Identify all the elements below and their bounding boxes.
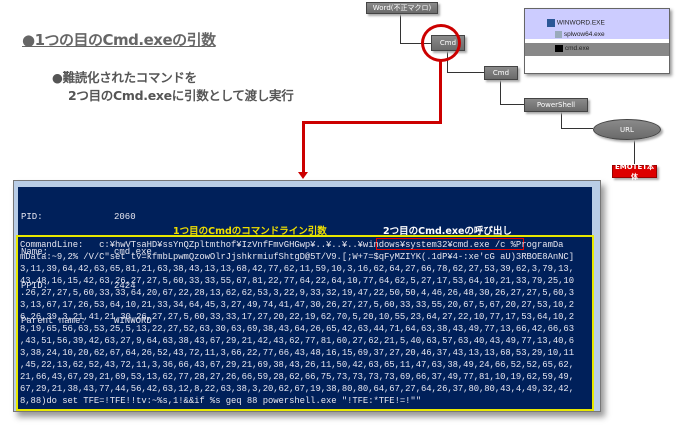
command-line-row: 67,29,21,38,43,77,44,56,42,63,12,8,22,63… <box>20 384 574 394</box>
page-title: ●1つの目のCmd.exeの引数 <box>22 31 216 49</box>
tree-item-winword[interactable]: WINWORD.EXE <box>547 19 669 27</box>
command-line-row: 8,88)do set TFE=!TFE!!tv:~%s,1!&&if %s g… <box>20 396 421 406</box>
highlight-circle <box>421 24 461 62</box>
cmd-exe-highlight <box>376 238 524 250</box>
command-line-row: ,43,51,56,39,42,63,27,9,64,63,38,43,67,2… <box>20 336 574 346</box>
process-tree-panel: WINWORD.EXE splwow64.exe cmd.exe <box>524 8 670 74</box>
tree-item-splwow[interactable]: splwow64.exe <box>555 31 669 38</box>
console-output: PID:2060 Name:cmd.exe PPID:2424 Parent n… <box>16 187 594 411</box>
console-window: PID:2060 Name:cmd.exe PPID:2424 Parent n… <box>13 180 601 412</box>
description-line-1: ●難読化されたコマンドを <box>52 70 197 85</box>
command-line-row: CommandLine: c:¥hwVTsaHD¥ssYnQZpltmthof¥… <box>20 240 564 250</box>
powershell-node: PowerShell <box>524 98 588 112</box>
label-first-cmd-args: 1つ目のCmdのコマンドライン引数 <box>173 226 327 237</box>
process-info: PID:2060 Name:cmd.exe PPID:2424 Parent n… <box>21 212 152 326</box>
tree-item-cmd[interactable]: cmd.exe <box>555 45 669 52</box>
command-line-text: CommandLine: c:¥hwVTsaHD¥ssYnQZpltmthof¥… <box>20 239 574 407</box>
command-line-row: ,45,22,13,62,52,43,72,11,3,36,66,43,67,2… <box>20 360 574 370</box>
command-line-row: mData:~9,2% /V/C"set tv=kfmbLpwmQzowOlrJ… <box>20 252 574 262</box>
url-cloud-node: URL <box>593 119 661 140</box>
description-line-2: 2つ目のCmd.exeに引数として渡し実行 <box>68 88 294 103</box>
app-icon <box>555 31 562 38</box>
command-line-row: 43,48,16,15,42,63,26,27,27,5,60,33,33,55… <box>20 276 574 286</box>
emotet-node: EMOTET本体 <box>612 163 657 181</box>
arrow-down-icon <box>298 172 308 179</box>
label-second-cmd-call: 2つ目のCmd.exeの呼び出し <box>383 226 512 237</box>
command-line-row: 3,13,67,17,26,53,64,10,21,33,34,64,45,3,… <box>20 300 574 310</box>
cmd2-node: Cmd <box>484 66 518 80</box>
command-line-row: 3,11,39,64,42,63,65,81,21,63,38,43,13,13… <box>20 264 574 274</box>
command-line-row: .26,27,27,5,60,33,33,64,20,67,22,28,13,6… <box>20 288 574 298</box>
command-line-row: 8,19,65,56,63,53,25,5,13,22,27,52,63,30,… <box>20 324 574 334</box>
command-line-row: 21,66,43,67,29,21,69,53,13,62,77,28,27,2… <box>20 372 574 382</box>
command-line-row: 6,26,39,3,21,41,21,30,26,27,27,5,60,33,3… <box>20 312 574 322</box>
word-icon <box>547 19 555 27</box>
console-icon <box>555 45 563 52</box>
command-line-row: 3,38,24,10,20,62,67,64,26,52,43,72,11,3,… <box>20 348 574 358</box>
word-macro-node: Word(不正マクロ) <box>366 2 438 14</box>
command-line-highlight: CommandLine: c:¥hwVTsaHD¥ssYnQZpltmthof¥… <box>16 235 594 411</box>
